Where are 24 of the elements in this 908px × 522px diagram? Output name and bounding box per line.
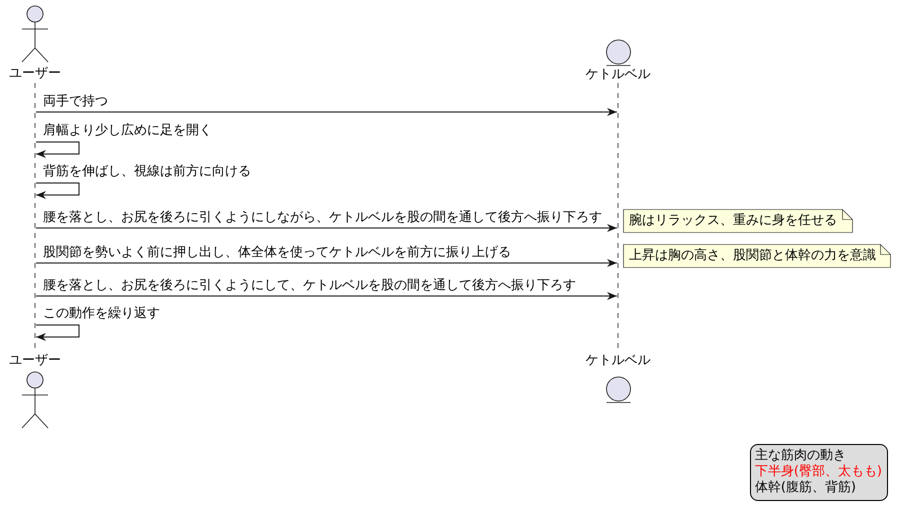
message-label: 両手で持つ: [43, 94, 108, 110]
message-label: 背筋を伸ばし、視線は前方に向ける: [43, 164, 251, 180]
participant-name: ケトルベル: [586, 67, 650, 83]
message-arrow: [36, 259, 618, 267]
self-message-arrow: [36, 142, 80, 158]
message-label: 股関節を勢いよく前に押し出し、体全体を使ってケトルベルを前方に振り上げる: [43, 245, 511, 261]
message-arrow: [36, 292, 618, 300]
legend-item: 下半身(臀部、太もも): [754, 464, 882, 480]
self-message-arrow: [36, 324, 80, 341]
message-label: 肩幅より少し広めに足を開く: [43, 123, 212, 139]
legend-item: 体幹(腹筋、背筋): [754, 480, 857, 496]
participant-name: ユーザー: [9, 353, 61, 369]
message-arrow: [36, 224, 618, 232]
message-arrow: [36, 108, 618, 116]
legend-title: 主な筋肉の動き: [754, 448, 847, 464]
note: 上昇は胸の高さ、股関節と体幹の力を意識: [623, 244, 891, 268]
message-label: 腰を落とし、お尻を後ろに引くようにしながら、ケトルベルを股の間を通して後方へ振り下ろす: [43, 210, 602, 226]
legend-box: [750, 444, 888, 501]
participant-name: ケトルベル: [586, 353, 650, 369]
message-label: この動作を繰り返す: [43, 306, 160, 322]
note: 腕はリラックス、重みに身を任せる: [623, 209, 853, 233]
message-label: 腰を落とし、お尻を後ろに引くようにして、ケトルベルを股の間を通して後方へ振り下ろす: [43, 278, 576, 294]
self-message-arrow: [36, 182, 80, 199]
participant-name: ユーザー: [9, 66, 61, 82]
